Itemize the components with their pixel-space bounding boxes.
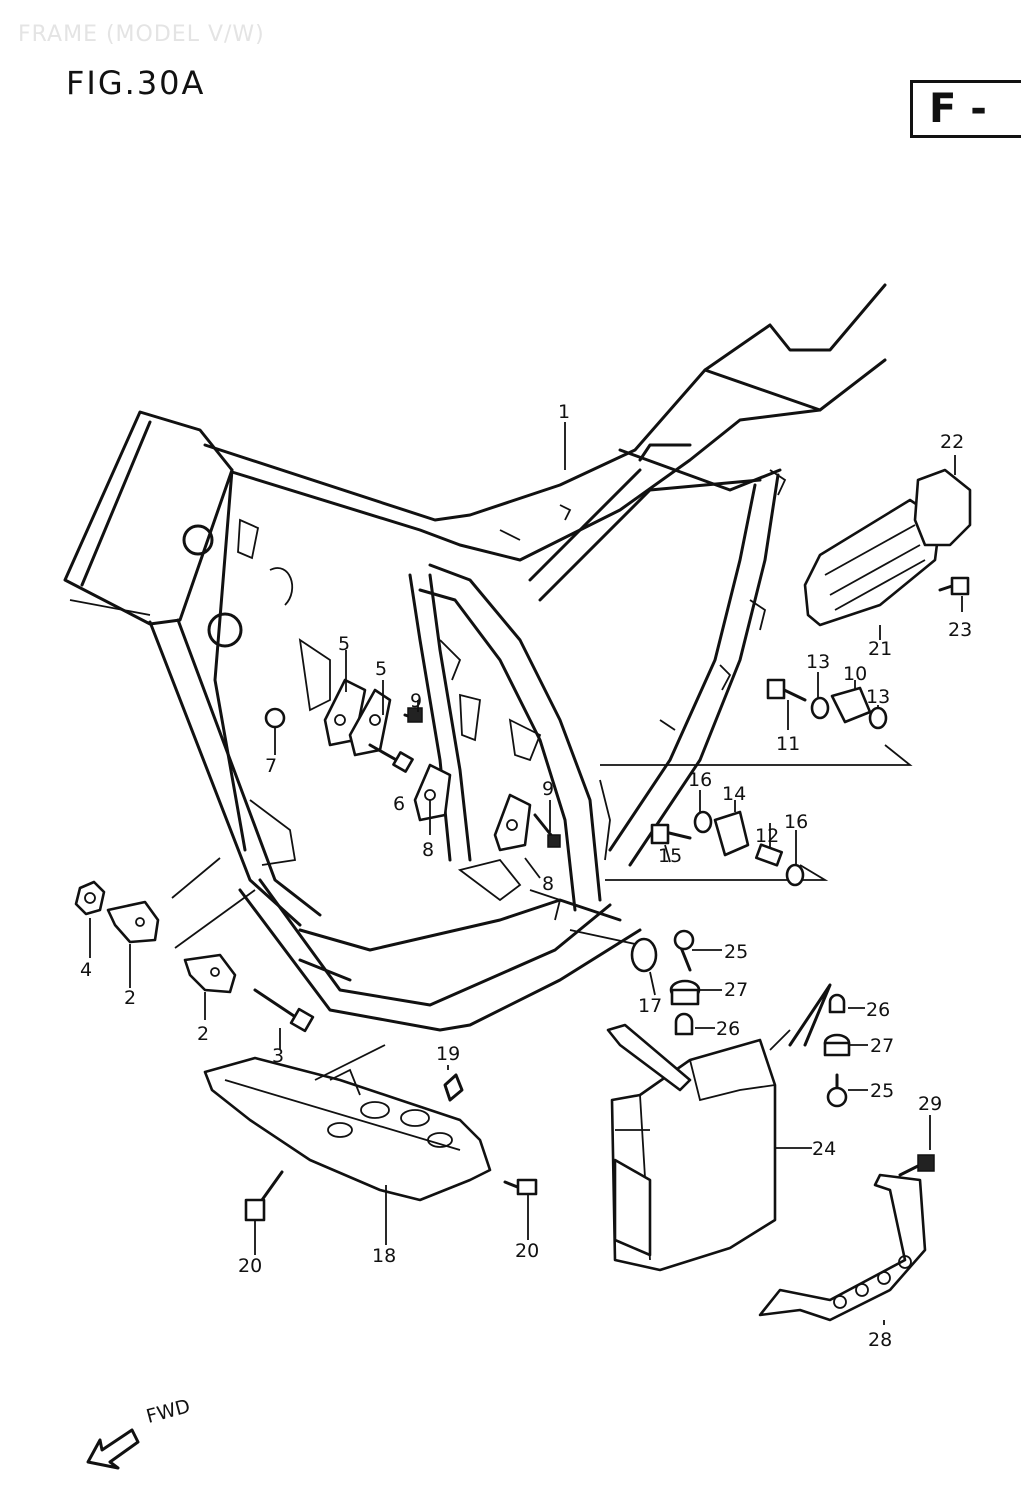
callout-13: 13 [806, 651, 830, 673]
callout-24: 24 [812, 1138, 836, 1160]
grommet-bolt-set [569, 929, 851, 1108]
skid-plate-assembly [203, 1044, 538, 1222]
callout-16: 16 [688, 769, 712, 791]
callout-27: 27 [870, 1035, 894, 1057]
fwd-label: FWD [144, 1395, 193, 1428]
left-lower-brackets [74, 857, 315, 1033]
callout-22: 22 [940, 431, 964, 453]
forward-direction-arrow: FWD [86, 1395, 193, 1470]
callout-28: 28 [868, 1329, 892, 1351]
callout-26: 26 [716, 1018, 740, 1040]
callout-leaders [89, 422, 963, 1325]
callout-11: 11 [776, 733, 800, 755]
callout-5: 5 [375, 658, 387, 680]
callout-14: 14 [722, 783, 746, 805]
ghost-section-title: FRAME (MODEL V/W) [18, 22, 265, 47]
engine-mount-plates [323, 678, 532, 852]
callout-19: 19 [436, 1043, 460, 1065]
callout-16: 16 [784, 811, 808, 833]
callout-2: 2 [124, 987, 136, 1009]
figure-title: FIG.30A [66, 64, 206, 102]
section-badge: F - [910, 80, 1021, 138]
callout-3: 3 [272, 1045, 284, 1067]
callout-9: 9 [542, 778, 554, 800]
callout-17: 17 [638, 995, 662, 1017]
callout-7: 7 [265, 755, 277, 777]
frame-assembly [63, 283, 887, 1032]
callout-27: 27 [724, 979, 748, 1001]
side-cover-assembly [803, 468, 972, 627]
callout-9: 9 [410, 690, 422, 712]
callout-4: 4 [80, 959, 92, 981]
callout-8: 8 [422, 839, 434, 861]
battery-case-assembly [606, 983, 935, 1322]
callout-25: 25 [870, 1080, 894, 1102]
callout-8: 8 [542, 873, 554, 895]
callout-2: 2 [197, 1023, 209, 1045]
callout-20: 20 [515, 1240, 539, 1262]
mount-bolts [264, 707, 561, 848]
callout-1: 1 [558, 401, 570, 423]
callout-13: 13 [866, 686, 890, 708]
callout-12: 12 [755, 825, 779, 847]
mount-bushing-set [600, 678, 913, 887]
callout-10: 10 [843, 663, 867, 685]
callout-20: 20 [238, 1255, 262, 1277]
callout-29: 29 [918, 1093, 942, 1115]
callout-labels: 1 2 2 3 4 5 5 6 7 8 8 9 9 10 11 12 13 13… [80, 401, 972, 1351]
callout-18: 18 [372, 1245, 396, 1267]
callout-26: 26 [866, 999, 890, 1021]
callout-21: 21 [868, 638, 892, 660]
callout-25: 25 [724, 941, 748, 963]
callout-23: 23 [948, 619, 972, 641]
callout-15: 15 [658, 845, 682, 867]
callout-6: 6 [393, 793, 405, 815]
callout-5: 5 [338, 633, 350, 655]
